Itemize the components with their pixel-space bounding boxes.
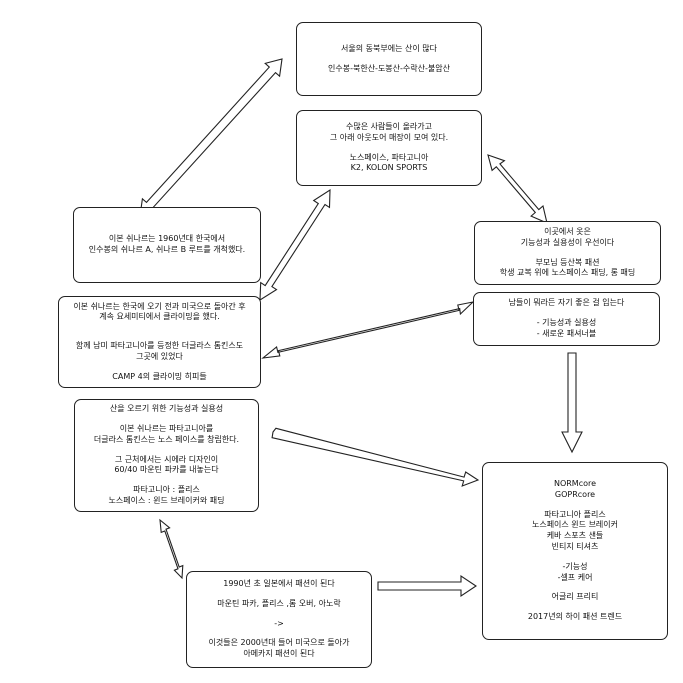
box-text-line: 노스페이스 윈드 브레이커 xyxy=(531,520,619,530)
box-text-line: 60/40 마운틴 파카를 내놓는다 xyxy=(114,465,219,475)
double-arrow-crowd-yosemite xyxy=(259,188,331,302)
box-text-line: 산을 오르기 위한 기능성과 실용성 xyxy=(109,404,224,414)
box-text-line: 그 근처에서는 시에라 디자인이 xyxy=(114,454,219,464)
box-text-line: 마운틴 파카, 플리스 ,롬 오버, 아노락 xyxy=(217,598,341,608)
box-text-line: 이것들은 2000년대 들어 미국으로 돌아가 xyxy=(208,638,350,648)
double-arrow-brands-japan xyxy=(159,518,184,580)
box-text-line: 계속 요세미티에서 클라이밍을 했다. xyxy=(99,312,220,322)
box-text-line: 기능성과 실용성이 우선이다 xyxy=(520,237,615,247)
box-text-line: 인수봉-북한산-도봉산-수락산-불암산 xyxy=(328,63,450,73)
box-text-line: NORMcore xyxy=(553,479,597,489)
box-text-line: K2, KOLON SPORTS xyxy=(350,163,428,173)
box-text-line: 1990년 초 일본에서 패션이 된다 xyxy=(223,579,335,588)
box-text-line: 이본 쉬나르는 한국에 오기 전과 미국으로 돌아간 후 xyxy=(73,301,246,311)
arrow-brands-trend xyxy=(271,427,480,487)
box-text-line: 학생 교복 위에 노스페이스 패딩, 롱 패딩 xyxy=(499,268,636,278)
box-text-line: 아메카지 패션이 된다 xyxy=(243,649,315,659)
box-text-line: -기능성 xyxy=(562,561,588,571)
box-text-line: CAMP 4의 클라이밍 히피들 xyxy=(112,371,207,381)
box-text-line: 부모님 등산복 패션 xyxy=(535,257,600,267)
box-text-line: 함께 남미 파타고니아를 등정한 더글라스 톰킨스도 xyxy=(75,341,244,351)
box-text-line: 그곳에 있었다 xyxy=(136,351,183,361)
box-text-line: 남들이 뭐라든 자기 좋은 걸 입는다 xyxy=(508,298,625,308)
box-text-line: 빈티지 티셔츠 xyxy=(551,542,599,551)
box-text-line: -셀프 케어 xyxy=(557,572,593,582)
box-text-line: 2017년의 하이 패션 트렌드 xyxy=(527,612,623,622)
box-text-line: -> xyxy=(274,618,284,628)
box-text-line: 더글라스 톰킨스는 노스 페이스를 창립한다. xyxy=(93,434,240,444)
arrow-japan-trend xyxy=(377,574,477,598)
box-text-line: 서울의 동북부에는 산이 많다 xyxy=(341,43,437,53)
box-text-line: - 새로운 패셔너블 xyxy=(536,328,597,338)
arrow-others-trend xyxy=(561,352,583,454)
double-arrow-others-yosemite xyxy=(261,301,475,359)
box-text-line: - 기능성과 실용성 xyxy=(536,318,597,328)
double-arrow-crowd-clothes xyxy=(487,154,548,224)
box-text-line: 이곳에서 옷은 xyxy=(544,226,591,236)
box-text-line: 이본 쉬나르는 1960년대 한국에서 xyxy=(108,234,226,244)
box-text-line: 노스페이스 : 윈드 브레이커와 패딩 xyxy=(108,495,225,505)
box-text-line: 어글리 프리티 xyxy=(551,592,599,602)
box-wear-what-you-like: 남들이 뭐라든 자기 좋은 걸 입는다 - 기능성과 실용성- 새로운 패셔너블 xyxy=(473,292,660,346)
box-text-line: GOPRcore xyxy=(554,489,596,499)
box-text-line: 그 아래 아웃도어 매장이 모여 있다. xyxy=(329,132,449,142)
box-text-line: 케바 스포츠 샌들 xyxy=(546,531,604,541)
box-text-line: 이본 쉬나르는 파타고니아를 xyxy=(119,424,214,433)
double-arrow-seoul-chouinard xyxy=(139,58,283,217)
box-text-line: 파타고니아 : 플리스 xyxy=(133,485,200,495)
box-text-line: 인수봉의 쉬나르 A, 쉬나르 B 루트를 개척했다. xyxy=(88,245,246,254)
box-text-line: 수많은 사람들이 올라가고 xyxy=(345,121,433,131)
box-text-line: 파타고니아 플리스 xyxy=(544,509,606,519)
box-text-line: 노스페이스, 파타고니아 xyxy=(349,152,429,162)
